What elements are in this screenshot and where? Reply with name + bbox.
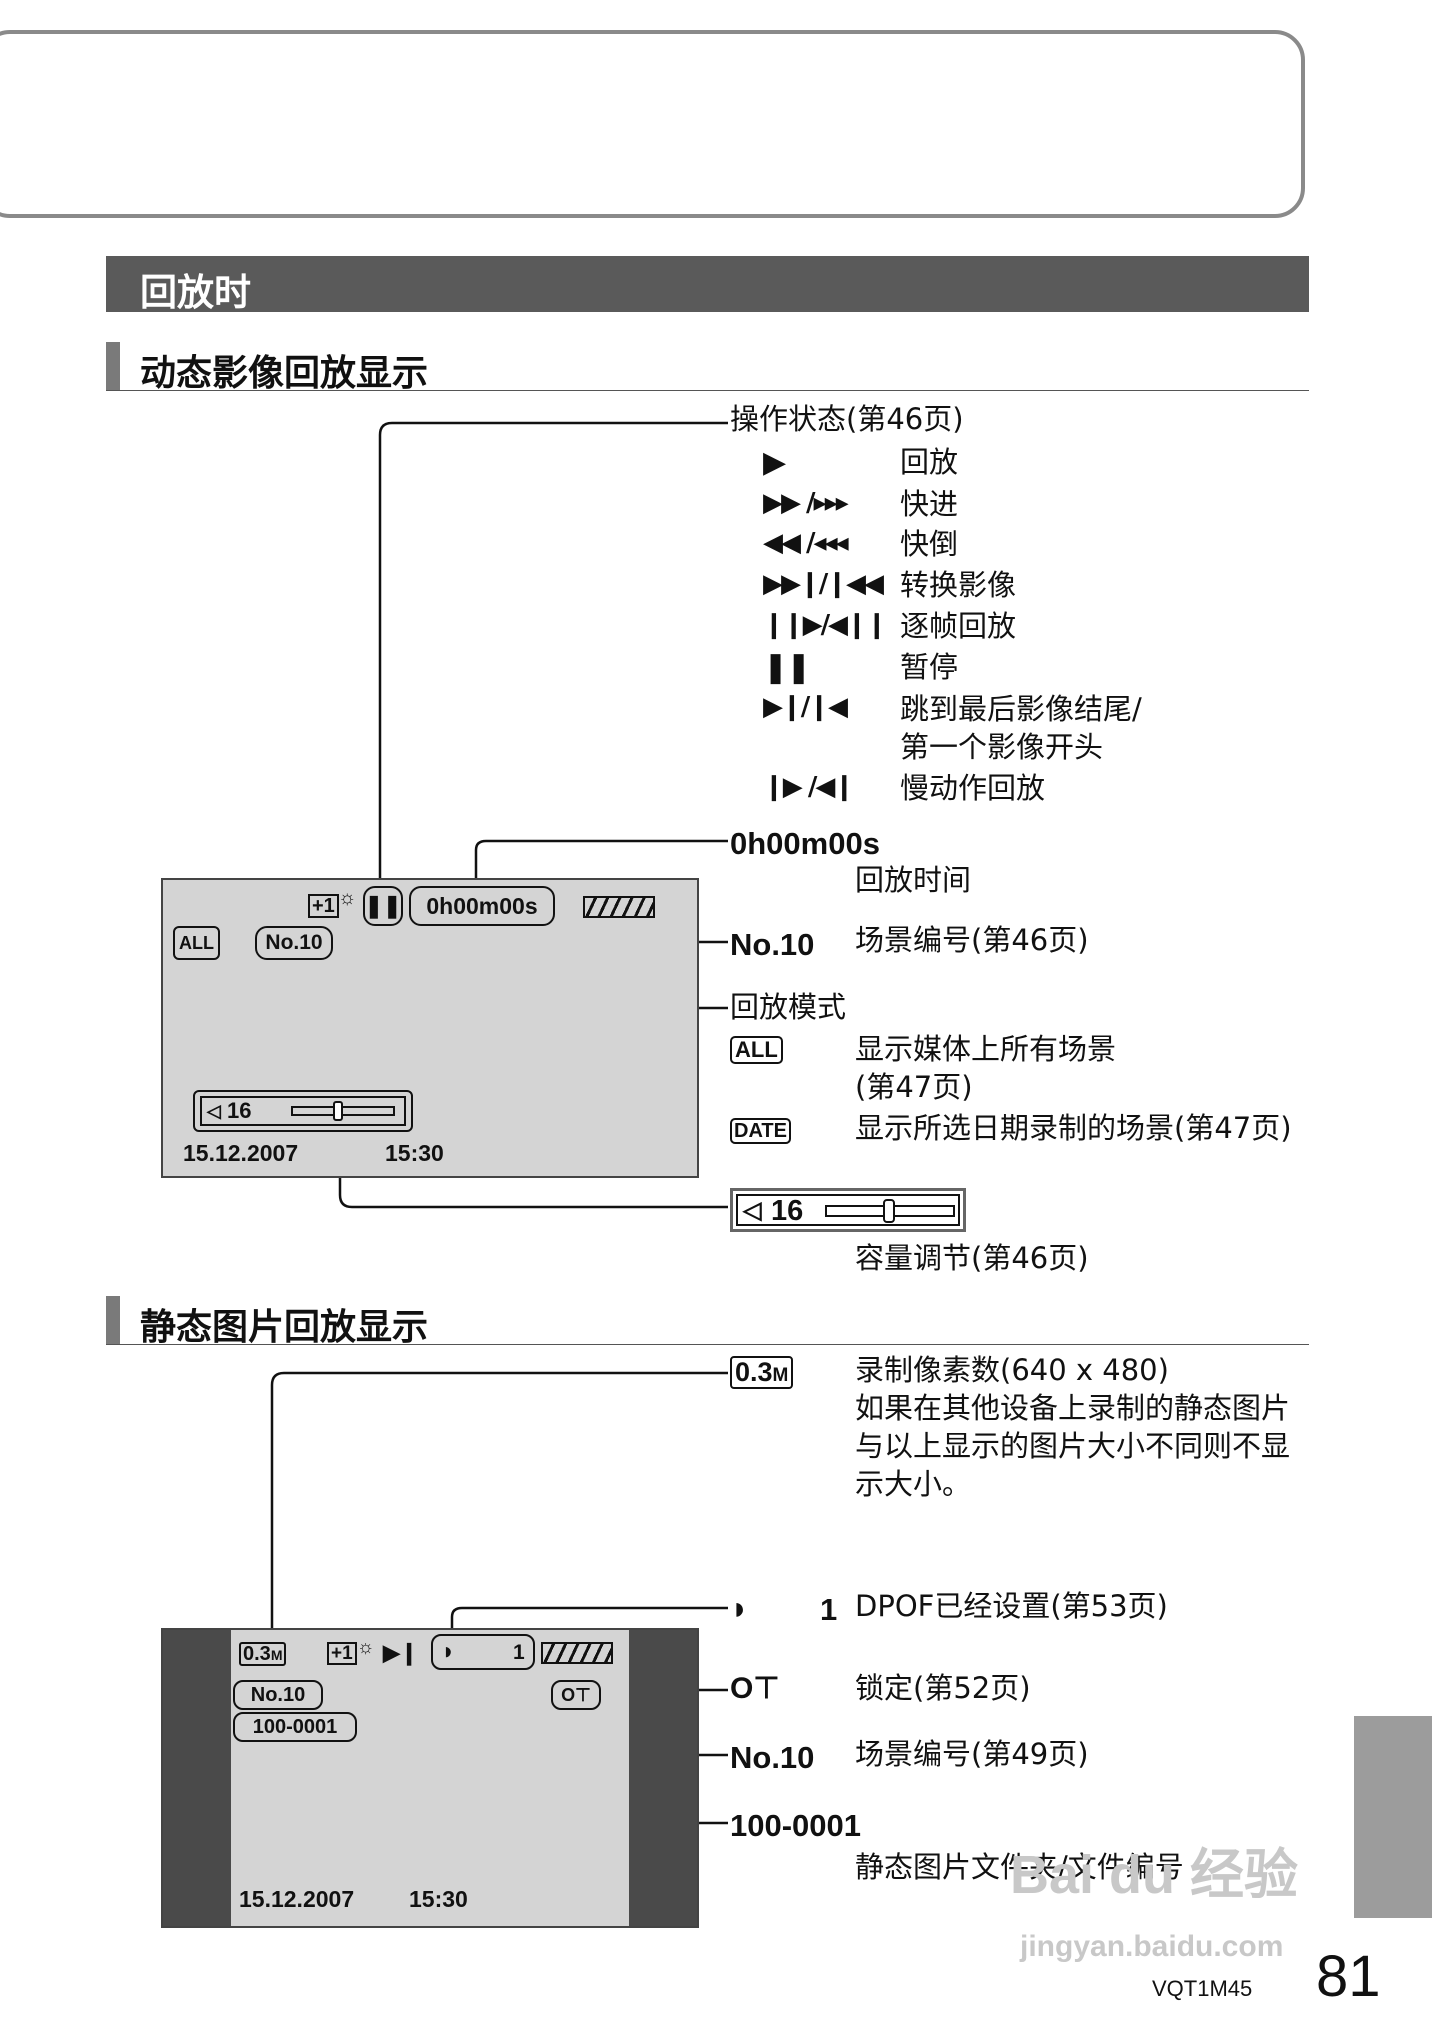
size-icon: 0.3M — [730, 1356, 794, 1389]
model-code: VQT1M45 — [1152, 1976, 1253, 2001]
screen-mode-all: ALL — [173, 926, 220, 960]
pause-icon: ❚❚ — [763, 650, 811, 685]
screen-still-scene-no: No.10 — [233, 1680, 323, 1710]
screen-date: 15.12.2007 — [183, 1140, 299, 1166]
still-section-title-text: 静态图片回放显示 — [140, 1307, 429, 1348]
page-number: 81 — [1316, 1944, 1381, 2009]
screen-exposure-icon: +1 — [327, 1642, 357, 1665]
screen-volume-value: 16 — [227, 1098, 252, 1123]
dpof-count-callout: 1 — [820, 1592, 838, 1627]
movie-section-title: 动态影像回放显示 — [106, 342, 1309, 394]
time-code-callout: 0h00m00s — [730, 826, 880, 861]
screen-dpof-icon: ◗ — [441, 1638, 456, 1665]
file-no-label: 静态图片文件夹/文件编号 — [855, 1850, 1184, 1884]
screen-still-time: 15:30 — [409, 1886, 468, 1912]
op-label-rewind: 快倒 — [900, 527, 959, 561]
screen-still-date: 15.12.2007 — [239, 1886, 355, 1912]
op-label-jump: 跳到最后影像结尾/ 第一个影像开头 — [900, 692, 1142, 764]
size-desc: 录制像素数(640 x 480) 如果在其他设备上录制的静态图片与以上显示的图片… — [855, 1353, 1291, 1501]
screen-dpof-count: 1 — [513, 1641, 525, 1664]
brightness-icon: ☼ — [338, 887, 357, 909]
screen-scene-no: No.10 — [255, 926, 333, 960]
section-marker — [106, 1296, 120, 1344]
volume-value: 16 — [771, 1195, 804, 1227]
section-marker — [106, 342, 120, 390]
rewind-icon: ◀◀ /◂◂◂ — [763, 528, 849, 558]
speaker-icon: ◁ — [743, 1197, 762, 1224]
op-label-play: 回放 — [900, 445, 959, 479]
op-label-slow-motion: 慢动作回放 — [900, 771, 1046, 805]
still-scene-no-callout: No.10 — [730, 1740, 815, 1775]
screen-battery-icon — [541, 1642, 613, 1664]
still-section-title: 静态图片回放显示 — [106, 1296, 1309, 1348]
time-code-label: 回放时间 — [855, 863, 972, 897]
dpof-icon: ◗ — [730, 1590, 750, 1626]
top-frame — [0, 30, 1305, 218]
size-icon-value: 0.3 — [735, 1357, 773, 1387]
operation-state-label: 操作状态(第46页) — [730, 402, 964, 436]
exposure-icon: +1 — [308, 894, 339, 918]
lock-key-icon: O⊤ — [730, 1672, 780, 1705]
size-icon-unit: M — [772, 1365, 789, 1386]
screen-time: 15:30 — [385, 1140, 444, 1166]
watermark-url: jingyan.baidu.com — [1020, 1930, 1284, 1963]
section-header-band: 回放时 — [106, 256, 1309, 314]
still-playback-screen: 0.3M +1 ☼ ▶❙ ◗ 1 No.10 O⊤ 100-0001 15.12… — [161, 1628, 699, 1928]
chapter-tab — [1354, 1716, 1432, 1918]
battery-icon — [583, 896, 655, 918]
screen-volume-track — [291, 1106, 395, 1116]
screen-lock-icon: O⊤ — [551, 1680, 601, 1710]
movie-playback-screen: +1 ☼ ❚❚ 0h00m00s ALL No.10 ◁ 16 15.12.20… — [161, 878, 699, 1178]
pause-status-icon: ❚❚ — [363, 886, 403, 926]
still-scene-no-label: 场景编号(第49页) — [855, 1737, 1089, 1771]
op-label-fast-forward: 快进 — [900, 487, 959, 521]
still-image-area: 0.3M +1 ☼ ▶❙ ◗ 1 No.10 O⊤ 100-0001 15.12… — [231, 1630, 629, 1926]
screen-size-unit: M — [270, 1647, 283, 1663]
volume-inner-frame — [736, 1194, 960, 1226]
skip-icon: ▶▶❙/❙◀◀ — [763, 569, 884, 599]
frame-step-icon: ❙❙▶/◀❙❙ — [763, 610, 888, 640]
lock-desc: 锁定(第52页) — [855, 1671, 1031, 1705]
mode-all-icon: ALL — [730, 1036, 783, 1064]
playback-mode-label: 回放模式 — [730, 990, 847, 1024]
mode-all-desc: 显示媒体上所有场景 (第47页) — [855, 1032, 1117, 1104]
fast-forward-icon: ▶▶ /▸▸▸ — [763, 488, 849, 518]
screen-jump-icon: ▶❙ — [383, 1640, 419, 1665]
op-label-frame-step: 逐帧回放 — [900, 609, 1017, 643]
movie-section-title-text: 动态影像回放显示 — [140, 353, 429, 394]
op-label-skip: 转换影像 — [900, 568, 1017, 602]
jump-icon: ▶❙/❙◀ — [763, 692, 848, 722]
screen-speaker-icon: ◁ — [207, 1101, 221, 1121]
mode-date-desc: 显示所选日期录制的场景(第47页) — [855, 1111, 1292, 1145]
scene-no-callout: No.10 — [730, 927, 815, 962]
mode-date-icon: DATE — [730, 1118, 791, 1144]
file-no-callout: 100-0001 — [730, 1808, 862, 1843]
screen-volume-bar: ◁ 16 — [193, 1090, 413, 1132]
screen-size-icon: 0.3M — [239, 1642, 287, 1666]
volume-knob — [883, 1199, 895, 1223]
slow-motion-icon: ❙▶ /◀❙ — [763, 772, 855, 802]
screen-dpof-pill: ◗ 1 — [431, 1634, 535, 1670]
screen-brightness-icon: ☼ — [357, 1637, 375, 1658]
dpof-desc: DPOF已经设置(第53页) — [855, 1589, 1168, 1623]
screen-volume-inner — [200, 1096, 406, 1126]
screen-file-no: 100-0001 — [233, 1712, 357, 1742]
volume-callout: ◁ 16 — [730, 1188, 966, 1232]
screen-volume-knob — [333, 1101, 343, 1121]
watermark-brand: Bai du 经验 — [1010, 1845, 1299, 1905]
op-label-pause: 暂停 — [900, 650, 959, 684]
playback-header: 回放时 — [140, 271, 251, 314]
play-icon: ▶ — [763, 445, 786, 480]
volume-label: 容量调节(第46页) — [855, 1241, 1089, 1275]
screen-size-value: 0.3 — [243, 1643, 271, 1665]
scene-no-label: 场景编号(第46页) — [855, 923, 1089, 957]
screen-time-code: 0h00m00s — [409, 886, 555, 926]
